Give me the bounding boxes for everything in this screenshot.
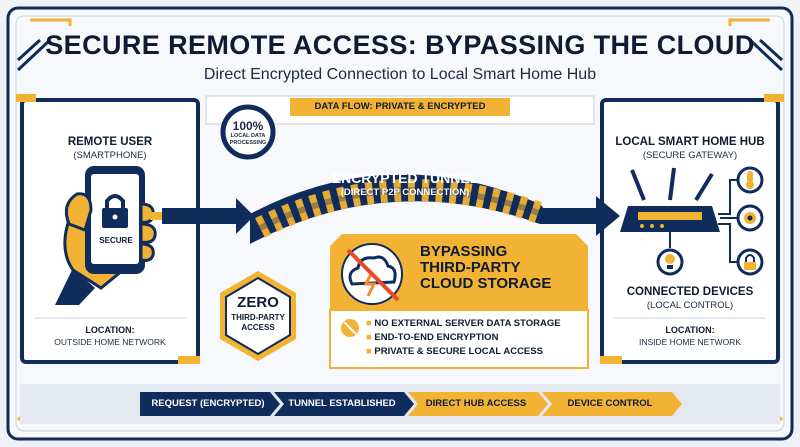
hub-location-value: INSIDE HOME NETWORK xyxy=(638,337,741,347)
badge-line2: PROCESSING xyxy=(229,140,267,146)
flow-step-3-label: DIRECT HUB ACCESS xyxy=(425,398,527,409)
remote-user-subtitle: (SMARTPHONE) xyxy=(73,150,147,161)
router-devices-icon xyxy=(620,166,764,276)
badge-value: 100% xyxy=(232,119,264,133)
zero-access-hexagon xyxy=(220,271,296,361)
page-title: SECURE REMOTE ACCESS: BYPASSING THE CLOU… xyxy=(45,30,755,60)
flow-step-3-shape xyxy=(408,392,548,416)
tunnel-title: ENCRYPTED TUNNEL xyxy=(331,170,479,186)
devices-subtitle: (LOCAL CONTROL) xyxy=(646,300,734,311)
local-processing-ring-icon xyxy=(220,104,276,160)
bullet-item-2: ■ END-TO-END ENCRYPTION xyxy=(366,332,499,343)
bullet-item-1: ■ NO EXTERNAL SERVER DATA STORAGE xyxy=(366,318,561,329)
remote-location-value: OUTSIDE HOME NETWORK xyxy=(54,337,166,347)
remote-user-title: REMOTE USER xyxy=(67,136,153,148)
bullet-item-3: ■ PRIVATE & SECURE LOCAL ACCESS xyxy=(366,346,543,357)
flow-step-1-shape xyxy=(140,392,280,416)
flow-step-2-shape xyxy=(274,392,414,416)
hub-subtitle: (SECURE GATEWAY) xyxy=(642,150,738,161)
zero-title: ZERO xyxy=(237,294,279,311)
bypass-title-3: CLOUD STORAGE xyxy=(420,275,552,292)
bypass-title-2: THIRD-PARTY xyxy=(420,259,521,276)
phone-secure-label: SECURE xyxy=(99,236,133,245)
flow-step-1-label: REQUEST (ENCRYPTED) xyxy=(151,398,265,409)
zero-line2: ACCESS xyxy=(241,323,275,332)
tunnel-subtitle: (DIRECT P2P CONNECTION) xyxy=(340,187,470,198)
flow-step-2-label: TUNNEL ESTABLISHED xyxy=(288,398,396,409)
hub-title: LOCAL SMART HOME HUB xyxy=(615,136,765,148)
flow-step-4-label: DEVICE CONTROL xyxy=(567,398,653,409)
devices-title: CONNECTED DEVICES xyxy=(626,286,754,298)
bypass-cloud-box xyxy=(329,234,589,369)
encrypted-tunnel-graphic xyxy=(150,174,620,244)
page-subtitle: Direct Encrypted Connection to Local Sma… xyxy=(203,66,597,83)
flow-step-4-shape xyxy=(542,392,682,416)
remote-location-title: LOCATION: xyxy=(85,325,135,335)
bypass-title-1: BYPASSING xyxy=(420,243,508,260)
hub-location-title: LOCATION: xyxy=(665,325,715,335)
smartphone-hand-icon xyxy=(55,166,157,305)
data-flow-label: DATA FLOW: PRIVATE & ENCRYPTED xyxy=(314,101,486,112)
zero-line1: THIRD-PARTY xyxy=(231,313,285,322)
badge-line1: LOCAL DATA xyxy=(230,133,266,139)
